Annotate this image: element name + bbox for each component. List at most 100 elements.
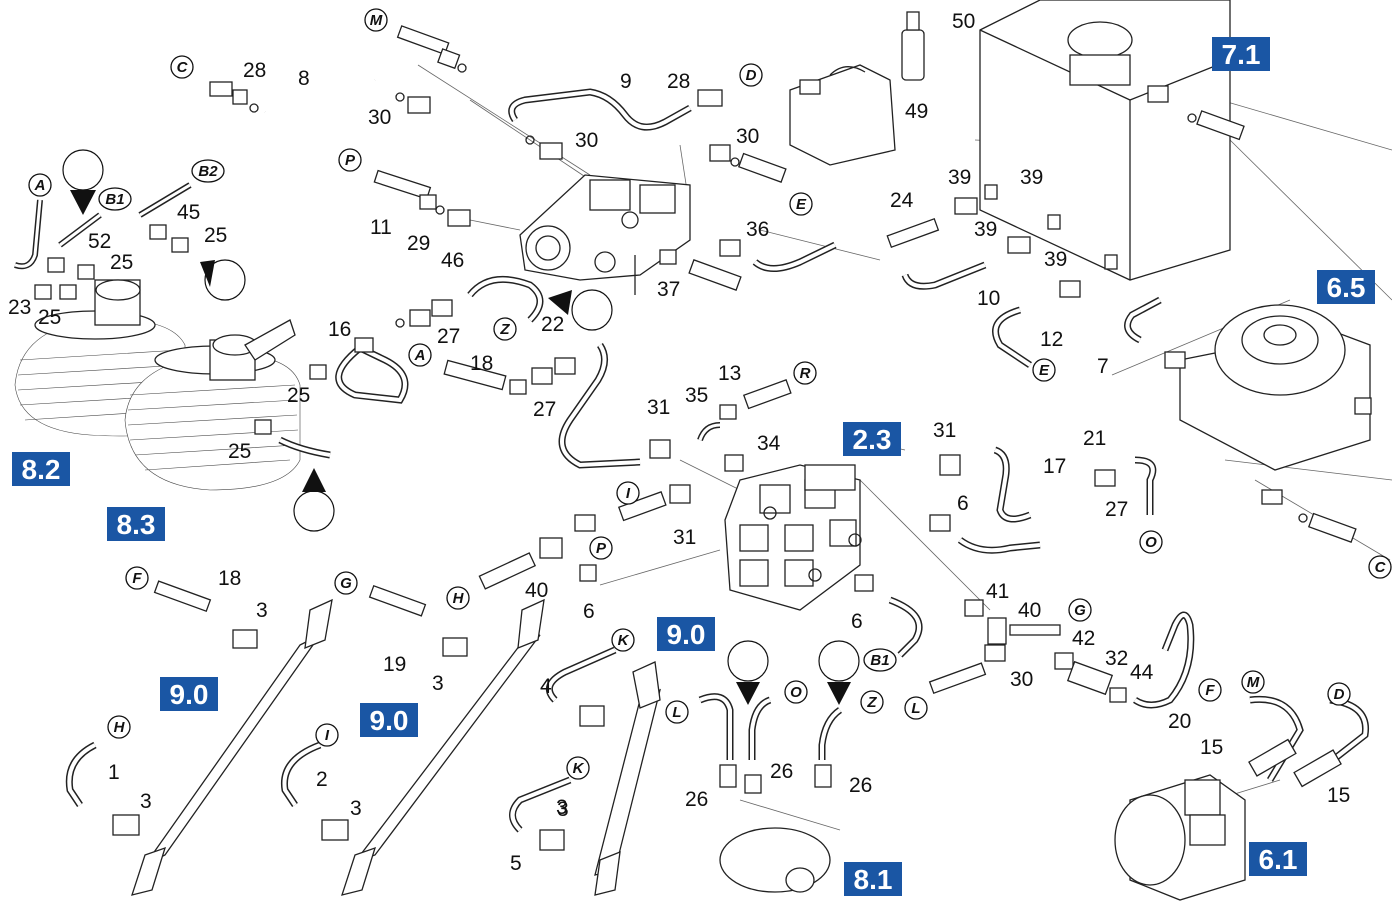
ref-box-label: 9.0 xyxy=(667,619,706,650)
connector-I: I xyxy=(315,723,339,747)
connector-M: M xyxy=(1241,670,1265,694)
svg-text:M: M xyxy=(1247,674,1260,691)
valve-fittings xyxy=(478,379,1157,658)
ref-box-label: 9.0 xyxy=(170,679,209,710)
part-number: 15 xyxy=(1200,736,1223,759)
part-number: 18 xyxy=(470,352,493,375)
part-number: 20 xyxy=(1168,710,1191,733)
svg-text:Z: Z xyxy=(499,321,510,338)
part-number: 1 xyxy=(108,761,120,784)
connector-Z: Z xyxy=(493,317,517,341)
part-number: 25 xyxy=(38,306,61,329)
svg-text:H: H xyxy=(453,590,465,607)
ref-box-label: 8.3 xyxy=(117,509,156,540)
part-number: 8 xyxy=(298,67,310,90)
part-number: 31 xyxy=(673,526,696,549)
part-number: 3 xyxy=(140,790,152,813)
svg-text:D: D xyxy=(746,67,757,84)
part-number: 25 xyxy=(228,440,251,463)
svg-text:P: P xyxy=(345,152,356,169)
svg-text:B2: B2 xyxy=(198,163,218,180)
connector-C: C xyxy=(1368,555,1392,579)
connector-F: F xyxy=(125,566,149,590)
connector-O: O xyxy=(1139,530,1163,554)
part-number: 6 xyxy=(851,610,863,633)
part-number: 18 xyxy=(218,567,241,590)
part-number: 27 xyxy=(437,325,460,348)
connector-B2: B2 xyxy=(191,159,225,183)
connector-L: L xyxy=(665,700,689,724)
svg-text:B1: B1 xyxy=(105,191,124,208)
part-number: 39 xyxy=(948,166,971,189)
part-number: 34 xyxy=(757,432,781,455)
ref-box-label: 2.3 xyxy=(853,424,892,455)
part-number: 39 xyxy=(1020,166,1043,189)
hydraulic-pump xyxy=(519,174,691,295)
part-number: 25 xyxy=(110,251,133,274)
brush-assemblies xyxy=(14,182,331,491)
svg-text:E: E xyxy=(796,196,807,213)
pump-fittings xyxy=(659,239,837,291)
ref-box-r90b: 9.0 xyxy=(360,703,418,737)
ref-box-r65: 6.5 xyxy=(1317,270,1375,304)
ref-box-label: 9.0 xyxy=(370,705,409,736)
connector-G: G xyxy=(334,571,358,595)
part-number: 28 xyxy=(667,70,690,93)
part-number: 22 xyxy=(541,313,564,336)
reference-boxes: 8.2 8.3 9.0 9.0 9.0 8.1 2.3 7.1 6.5 6.1 xyxy=(12,37,1375,896)
part-number: 39 xyxy=(1044,248,1067,271)
svg-text:F: F xyxy=(132,570,142,587)
ref-box-label: 8.2 xyxy=(22,454,61,485)
top-hoses xyxy=(209,25,787,227)
part-number: 11 xyxy=(370,216,392,239)
ref-box-label: 7.1 xyxy=(1222,39,1261,70)
ref-box-r83: 8.3 xyxy=(107,507,165,541)
ref-box-r61: 6.1 xyxy=(1249,842,1307,876)
arrow-markers xyxy=(62,149,860,705)
connector-I: I xyxy=(616,481,640,505)
valve-block xyxy=(724,464,862,611)
ref-box-label: 6.1 xyxy=(1259,844,1298,875)
part-number: 39 xyxy=(974,218,997,241)
svg-text:B1: B1 xyxy=(870,652,889,669)
part-number: 3 xyxy=(556,796,568,819)
svg-text:I: I xyxy=(325,727,330,744)
svg-text:K: K xyxy=(618,632,630,649)
part-number: 32 xyxy=(1105,647,1128,670)
ref-box-r71: 7.1 xyxy=(1212,37,1270,71)
connector-L: L xyxy=(904,696,928,720)
connector-E: E xyxy=(1032,358,1056,382)
part-number: 27 xyxy=(1105,498,1128,521)
part-number: 42 xyxy=(1072,627,1095,650)
part-number: 26 xyxy=(770,760,793,783)
svg-text:A: A xyxy=(34,177,46,194)
drive-pump xyxy=(1114,695,1370,901)
part-number: 40 xyxy=(1018,599,1041,622)
svg-text:Z: Z xyxy=(866,694,877,711)
connector-O: O xyxy=(784,680,808,704)
part-number: 16 xyxy=(328,318,351,341)
svg-text:O: O xyxy=(790,684,802,701)
ref-box-label: 6.5 xyxy=(1327,272,1366,303)
connector-E: E xyxy=(789,192,813,216)
part-number: 25 xyxy=(287,384,310,407)
part-number: 3 xyxy=(557,798,569,821)
ref-box-r81: 8.1 xyxy=(844,862,902,896)
part-number: 31 xyxy=(647,396,670,419)
connector-K: K xyxy=(611,628,635,652)
connector-B1: B1 xyxy=(98,187,132,211)
part-number: 37 xyxy=(657,278,680,301)
part-number: 30 xyxy=(575,129,598,152)
connector-P: P xyxy=(338,148,362,172)
svg-text:I: I xyxy=(626,485,631,502)
svg-text:G: G xyxy=(340,575,352,592)
part-number: 13 xyxy=(718,362,741,385)
tee-fittings xyxy=(928,599,1195,709)
connector-Z: Z xyxy=(860,690,884,714)
connector-D: D xyxy=(1327,682,1351,706)
part-number: 3 xyxy=(350,797,362,820)
tank-fittings xyxy=(886,197,1081,368)
